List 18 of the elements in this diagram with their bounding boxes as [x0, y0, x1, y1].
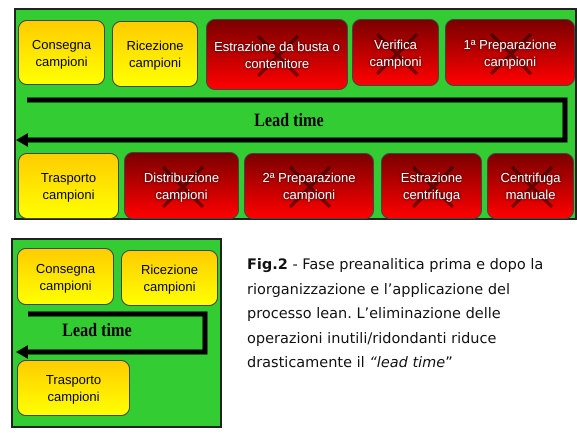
process-box: Consegna campioni	[17, 248, 114, 305]
arrow-label: Lead time	[254, 110, 324, 132]
process-box: Trasporto campioni	[17, 360, 130, 416]
panel-background	[14, 8, 577, 220]
removed-step-box: Estrazione centrifuga	[381, 153, 482, 219]
removed-step-box: Verifica campioni	[352, 19, 439, 86]
process-box: Consegna campioni	[18, 20, 105, 85]
panel-background	[11, 238, 222, 428]
removed-step-box: Distribuzione campioni	[124, 152, 239, 219]
process-box: Trasporto campioni	[18, 153, 119, 219]
process-box: Ricezione campioni	[121, 250, 218, 306]
removed-step-box: Centrifuga manuale	[487, 153, 574, 219]
arrow-label: Lead time	[62, 320, 132, 342]
removed-step-box: Estrazione da busta o contenitore	[206, 19, 348, 90]
removed-step-box: 1ª Preparazione campioni	[445, 19, 575, 86]
process-box: Ricezione campioni	[112, 21, 198, 87]
removed-step-box: 2ª Preparazione campioni	[244, 153, 374, 219]
figure-caption: Fig.2 - Fase preanalitica prima e dopo la riorganizzazione e l’applicazione del processo lean. L’eliminazione delle operazioni inutili/ridondanti riduce drasticamente il “lead time”	[247, 256, 544, 373]
